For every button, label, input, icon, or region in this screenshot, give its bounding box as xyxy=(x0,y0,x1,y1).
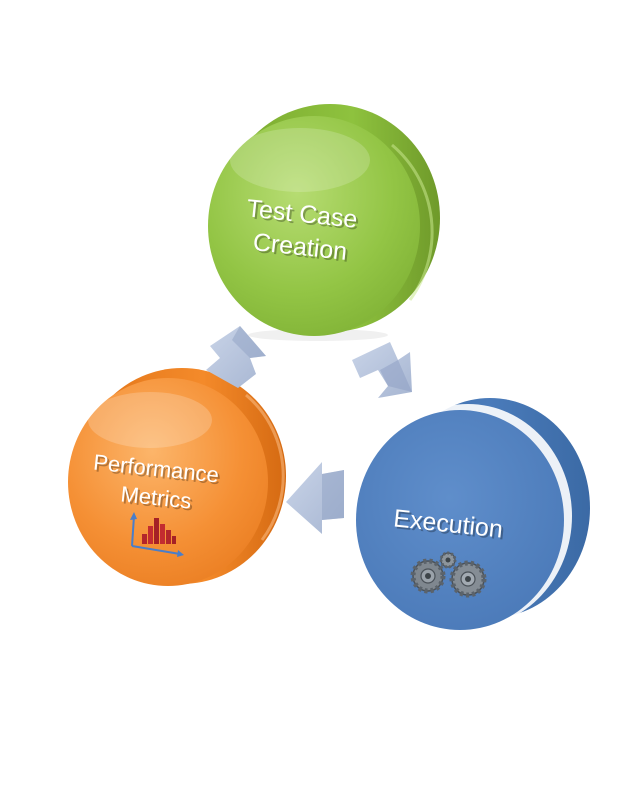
arrow-metrics-to-creation xyxy=(206,326,266,388)
bar-chart-icon xyxy=(130,512,184,557)
node-performance-metrics: Performance Performance Metrics Metrics xyxy=(68,368,286,586)
node-execution: Execution Execution xyxy=(356,398,590,630)
reflection xyxy=(88,626,545,694)
gears-icon xyxy=(410,551,487,598)
arrow-execution-to-metrics xyxy=(286,462,344,534)
node-test-case-creation: Test Case Test Case Creation Creation xyxy=(208,104,440,341)
arrow-creation-to-execution xyxy=(352,342,412,398)
